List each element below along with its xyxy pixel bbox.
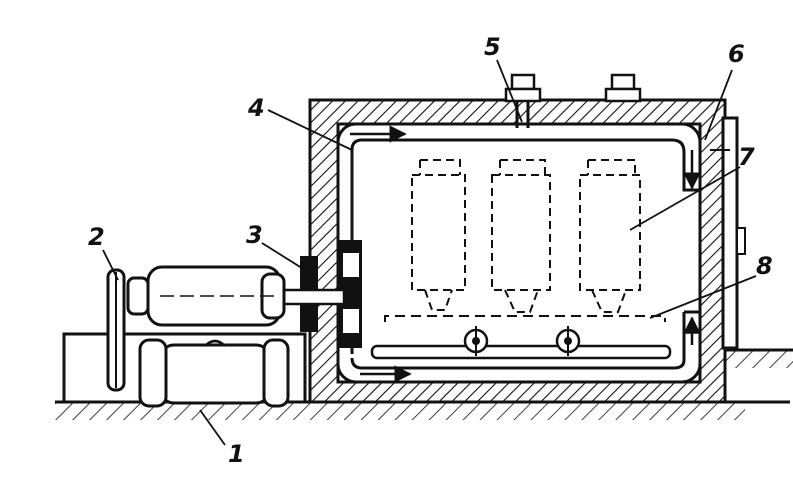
motor-lower — [138, 338, 290, 408]
callout-4: 4 — [247, 94, 265, 122]
air-duct — [350, 138, 700, 370]
callout-1: 1 — [228, 440, 245, 468]
motor-upper — [126, 265, 286, 327]
drive-shaft — [282, 288, 346, 306]
callout-7: 7 — [738, 143, 755, 171]
callout-3: 3 — [246, 221, 263, 249]
shelf — [384, 315, 666, 322]
callout-2: 2 — [88, 223, 105, 251]
callout-6: 6 — [728, 40, 745, 68]
top-bolt-left — [504, 73, 542, 128]
product-right — [579, 159, 641, 313]
heater-left — [463, 326, 489, 356]
flow-arrows — [350, 125, 701, 383]
handwheel — [106, 268, 126, 392]
product-center — [491, 159, 551, 313]
heater-right — [555, 326, 581, 356]
product-left — [411, 159, 466, 311]
top-bolt-right — [604, 73, 642, 103]
callout-5: 5 — [484, 33, 501, 61]
leader-lines — [102, 59, 757, 446]
callout-8: 8 — [756, 252, 773, 280]
